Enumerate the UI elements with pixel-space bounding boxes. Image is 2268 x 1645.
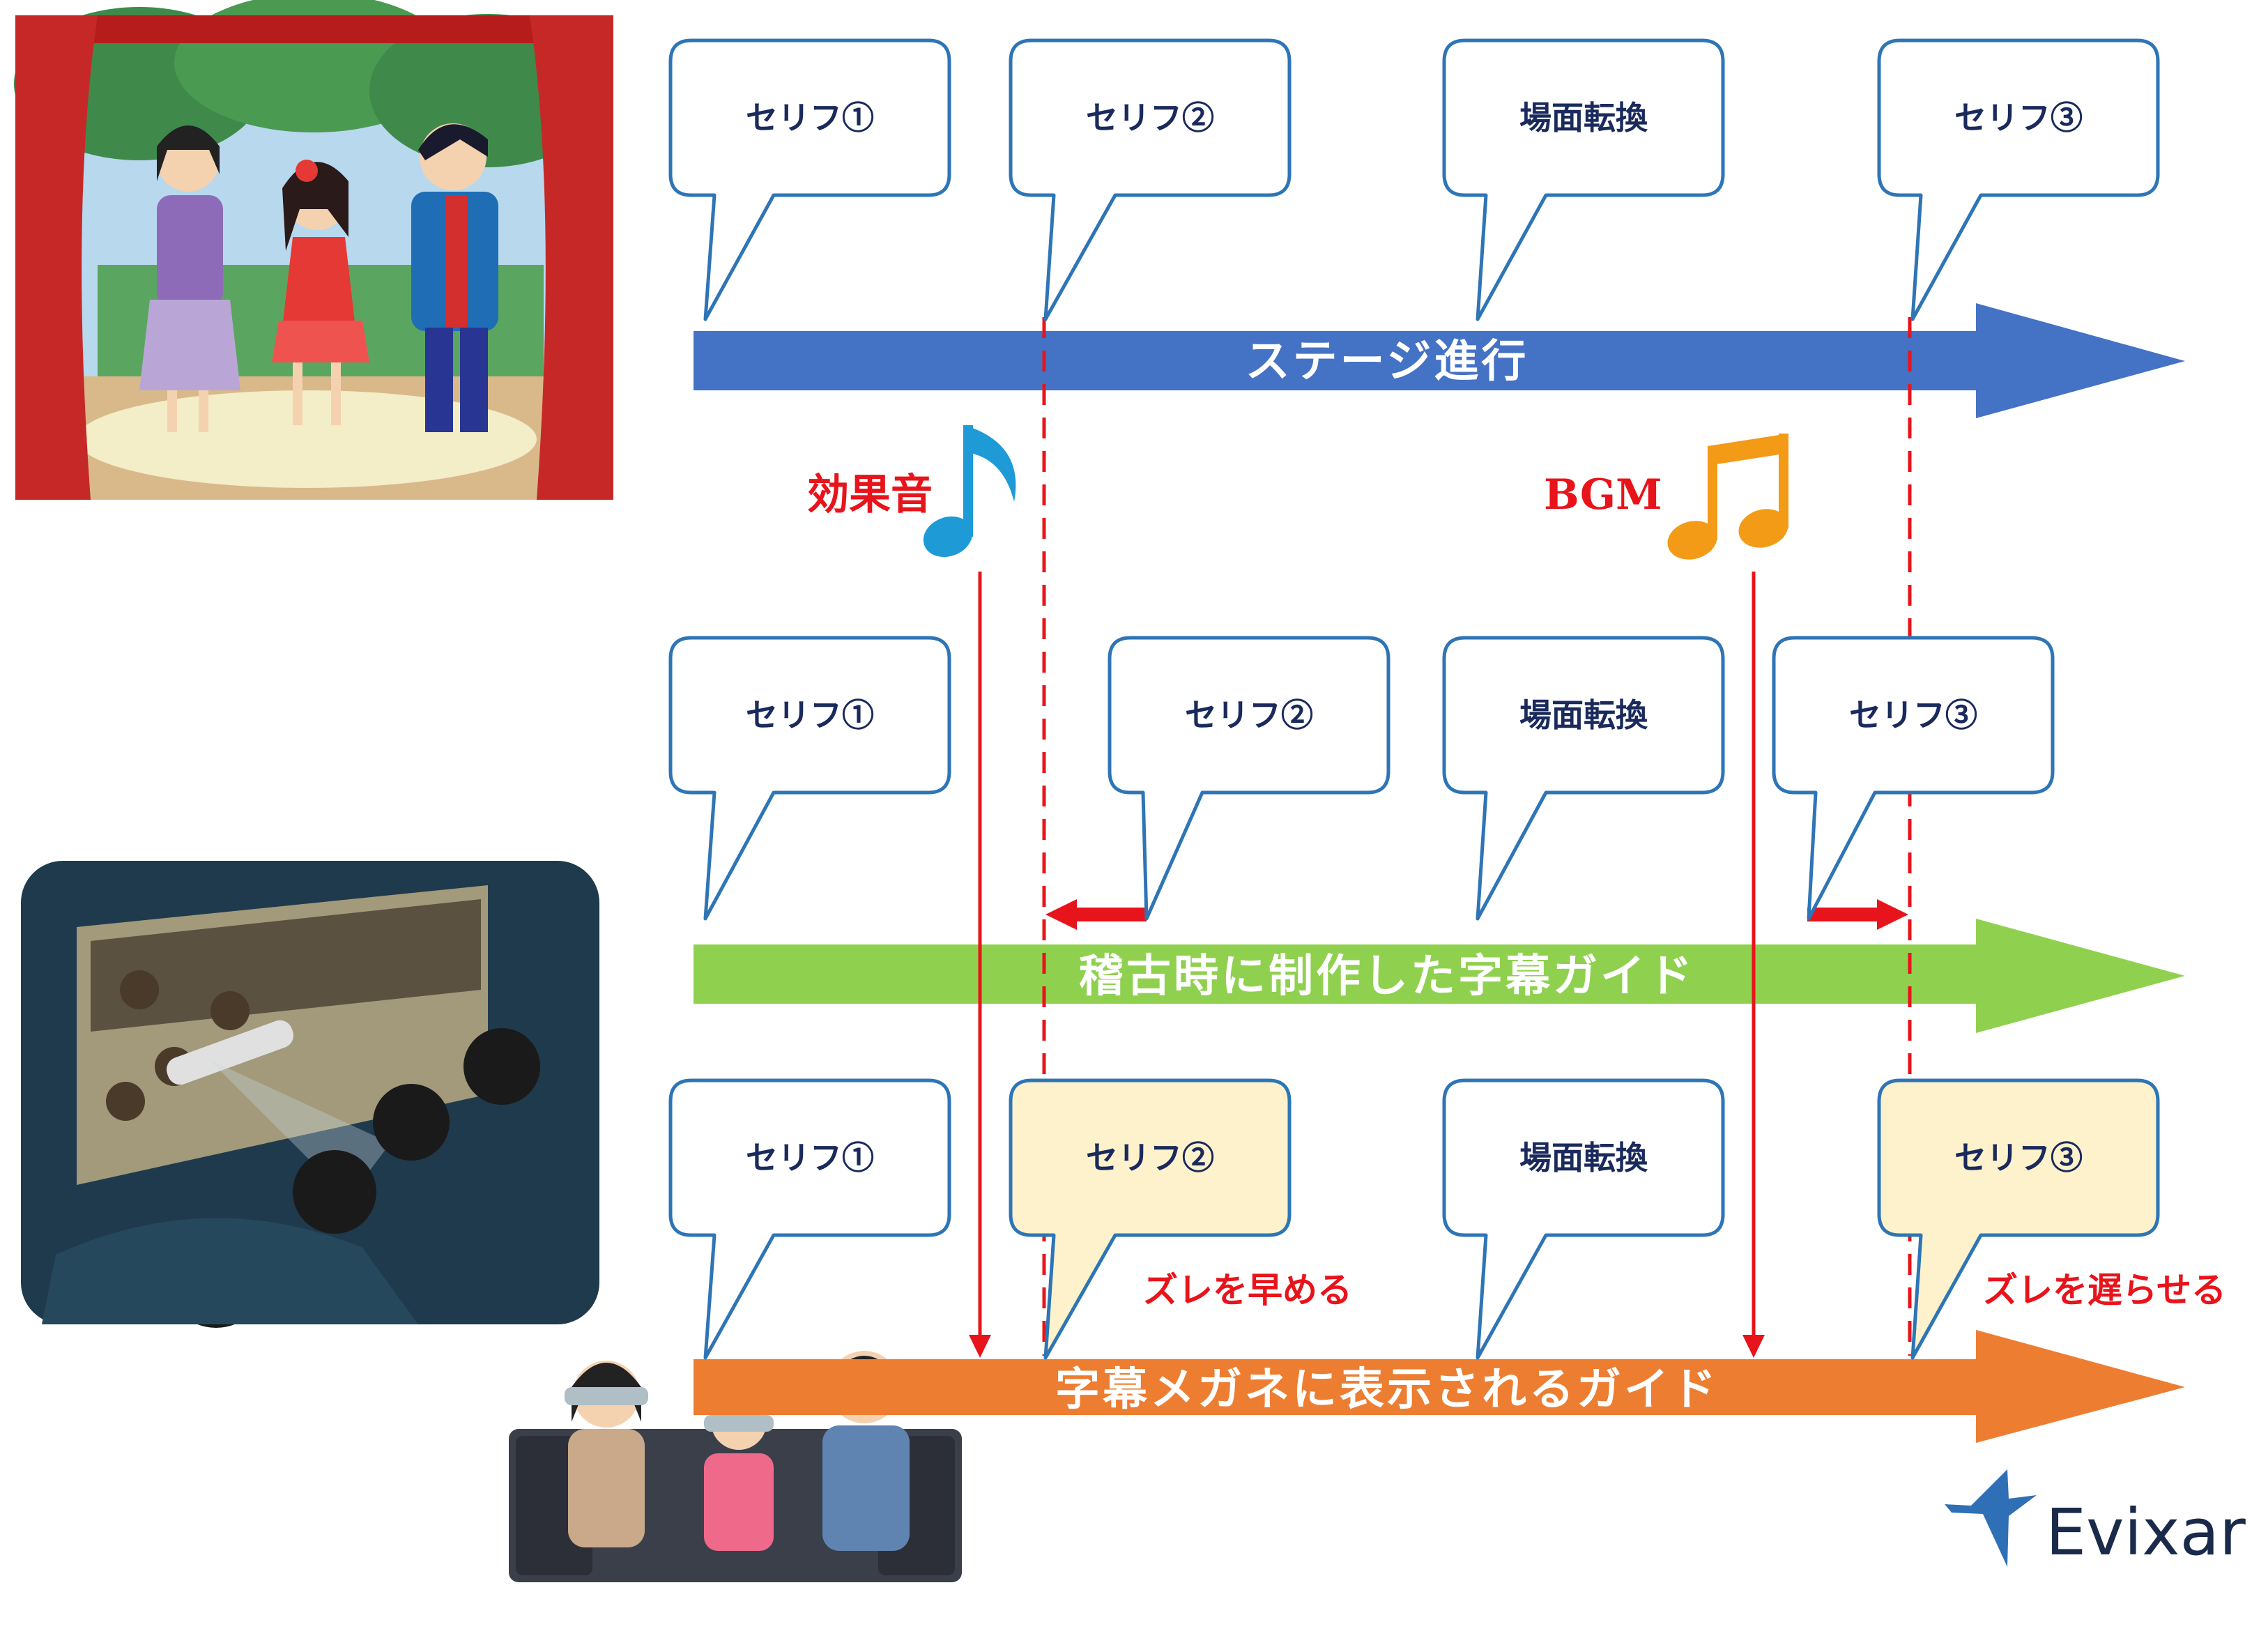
- stage-arrow-label: ステージ進行: [1246, 335, 1529, 388]
- speech-bubble-rehearsal-1: セリフ①: [668, 636, 951, 921]
- speech-bubble-shape: [1772, 636, 2055, 921]
- speech-bubble-shape: [1442, 1078, 1725, 1360]
- advance-shift-arrow: [1045, 899, 1147, 930]
- beamed-notes-icon: [1667, 434, 1788, 560]
- speech-bubble-rehearsal-4: セリフ③: [1772, 636, 2055, 921]
- advance-annotation: ズレを早める: [1143, 1269, 1352, 1310]
- speech-bubble-glasses-1: セリフ①: [668, 1078, 951, 1360]
- glasses-arrow-label: 字幕メガネに表示されるガイド: [1055, 1363, 1719, 1416]
- speech-bubble-shape: [668, 636, 951, 921]
- speech-bubble-shape: [1009, 38, 1292, 321]
- bgm-trigger-arrowhead: [1742, 1335, 1765, 1358]
- logo-text: Evixar: [2046, 1495, 2246, 1570]
- evixar-logo: Evixar: [1945, 1469, 2246, 1570]
- speech-bubble-label: 場面転換: [1519, 696, 1648, 734]
- rehearsal-arrow-label: 稽古時に制作した字幕ガイド: [1079, 950, 1695, 1002]
- speech-bubble-stage-1: セリフ①: [668, 38, 951, 321]
- speech-bubble-label: セリフ③: [1954, 1139, 2083, 1177]
- speech-bubble-label: セリフ③: [1849, 696, 1977, 734]
- speech-bubble-label: セリフ②: [1185, 696, 1313, 734]
- speech-bubble-label: 場面転換: [1519, 1139, 1648, 1177]
- delay-shift-arrow: [1807, 899, 1908, 930]
- audience-theater-illustration: [21, 861, 599, 1328]
- music-note-icon: [923, 425, 1016, 558]
- speech-bubble-shape: [1442, 38, 1725, 321]
- actor-right: [411, 123, 498, 432]
- actor-center: [272, 160, 369, 425]
- evixar-logo-mark-icon: [1945, 1469, 2037, 1567]
- speech-bubble-shape: [1009, 1078, 1292, 1360]
- speech-bubble-shape: [1108, 636, 1390, 921]
- actor-left: [139, 125, 240, 432]
- speech-bubble-shape: [1877, 1078, 2160, 1360]
- sfx-trigger-arrowhead: [969, 1335, 991, 1358]
- speech-bubble-stage-2: セリフ②: [1009, 38, 1292, 321]
- speech-bubble-rehearsal-2: セリフ②: [1108, 636, 1390, 921]
- speech-bubble-label: 場面転換: [1519, 99, 1648, 137]
- bgm-label: BGM: [1544, 470, 1662, 519]
- speech-bubble-stage-4: セリフ③: [1877, 38, 2160, 321]
- speech-bubble-label: セリフ②: [1086, 99, 1214, 137]
- speech-bubble-shape: [1877, 38, 2160, 321]
- speech-bubble-glasses-3: 場面転換: [1442, 1078, 1725, 1360]
- speech-bubble-label: セリフ③: [1954, 99, 2083, 137]
- speech-bubble-shape: [668, 1078, 951, 1360]
- speech-bubble-shape: [668, 38, 951, 321]
- speech-bubble-label: セリフ②: [1086, 1139, 1214, 1177]
- theater-stage-illustration: [14, 0, 613, 500]
- delay-annotation: ズレを遅らせる: [1983, 1269, 2226, 1310]
- glasses-guide-arrow: [694, 1330, 2185, 1443]
- sfx-label: 効果音: [807, 470, 933, 519]
- speech-bubble-label: セリフ①: [746, 696, 874, 734]
- speech-bubble-rehearsal-3: 場面転換: [1442, 636, 1725, 921]
- speech-bubble-stage-3: 場面転換: [1442, 38, 1725, 321]
- speech-bubble-glasses-4: セリフ③: [1877, 1078, 2160, 1360]
- rehearsal-guide-arrow: [694, 919, 2185, 1033]
- stage-progress-arrow: [694, 303, 2185, 418]
- sync-lines: [978, 317, 1912, 1356]
- speech-bubble-glasses-2: セリフ②: [1009, 1078, 1292, 1360]
- speech-bubble-label: セリフ①: [746, 1139, 874, 1177]
- speech-bubble-label: セリフ①: [746, 99, 874, 137]
- speech-bubble-shape: [1442, 636, 1725, 921]
